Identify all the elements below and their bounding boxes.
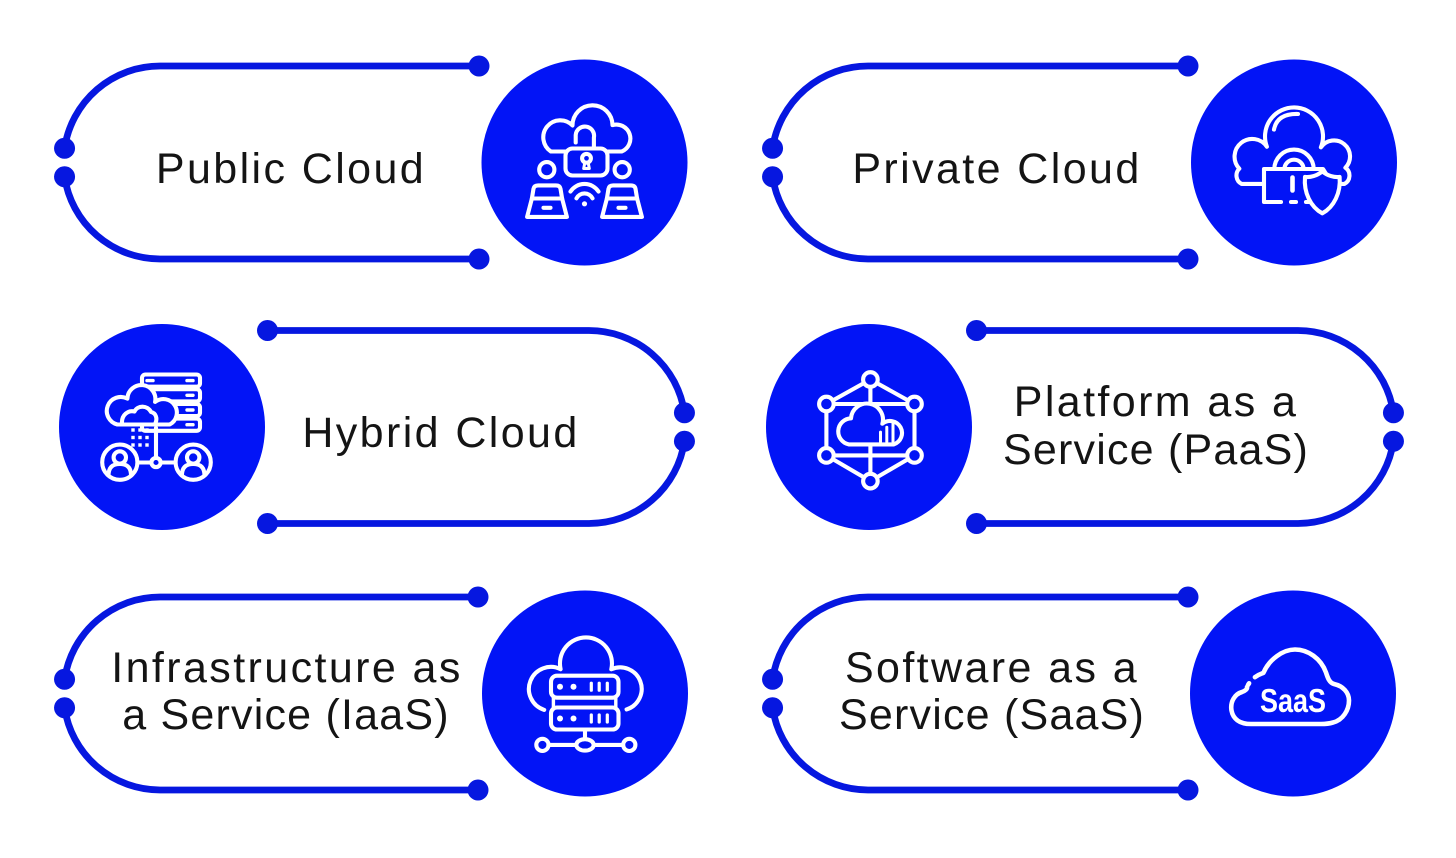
svg-text:Platform as a: Platform as a: [1014, 378, 1299, 426]
svg-text:Service (SaaS): Service (SaaS): [839, 691, 1145, 739]
svg-text:Service (PaaS): Service (PaaS): [1003, 426, 1309, 474]
svg-text:a Service (IaaS): a Service (IaaS): [122, 691, 450, 739]
svg-text:Software as a: Software as a: [845, 644, 1139, 692]
svg-text:Hybrid Cloud: Hybrid Cloud: [302, 409, 579, 457]
svg-text:Public Cloud: Public Cloud: [156, 145, 426, 193]
svg-text:Private Cloud: Private Cloud: [852, 145, 1141, 193]
svg-text:Infrastructure as: Infrastructure as: [111, 644, 462, 692]
svg-text:SaaS: SaaS: [1260, 682, 1326, 719]
